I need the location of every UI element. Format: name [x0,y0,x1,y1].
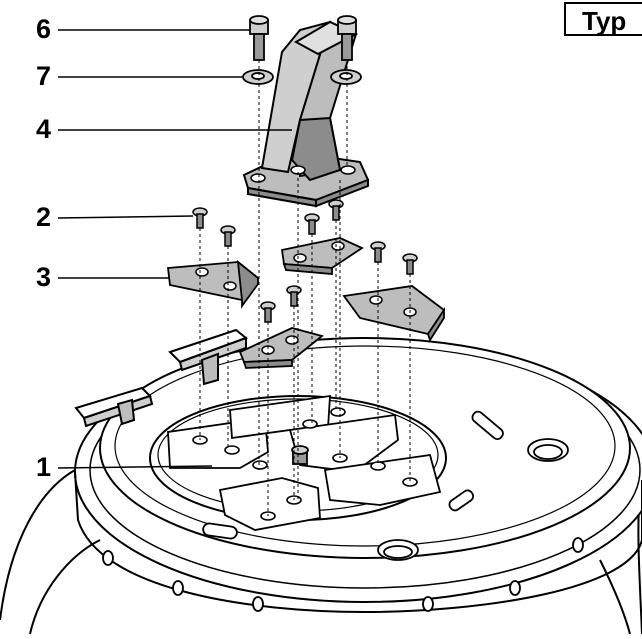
washers [242,69,362,85]
t-handle-right [168,328,249,386]
callout-4: 4 [36,114,52,144]
ring-edge-holes [102,537,584,612]
t-handle-left [74,386,154,428]
callout-6: 6 [36,14,52,44]
callout-3: 3 [36,262,52,292]
callout-7: 7 [36,61,52,91]
assembly-guide-lines [199,60,411,516]
center-pin [291,445,309,465]
callout-1: 1 [36,452,52,482]
bracket-holes [250,165,356,183]
callout-2: 2 [36,202,52,232]
base-plates [167,394,442,531]
callout-leaders [57,29,292,469]
type-box: Typ [564,2,642,36]
base-plate-holes [192,407,418,521]
cap-screws [249,15,357,61]
type-label: Typ [582,6,627,36]
clamp-plate-holes [195,241,417,355]
ring-surface-features [202,410,569,561]
